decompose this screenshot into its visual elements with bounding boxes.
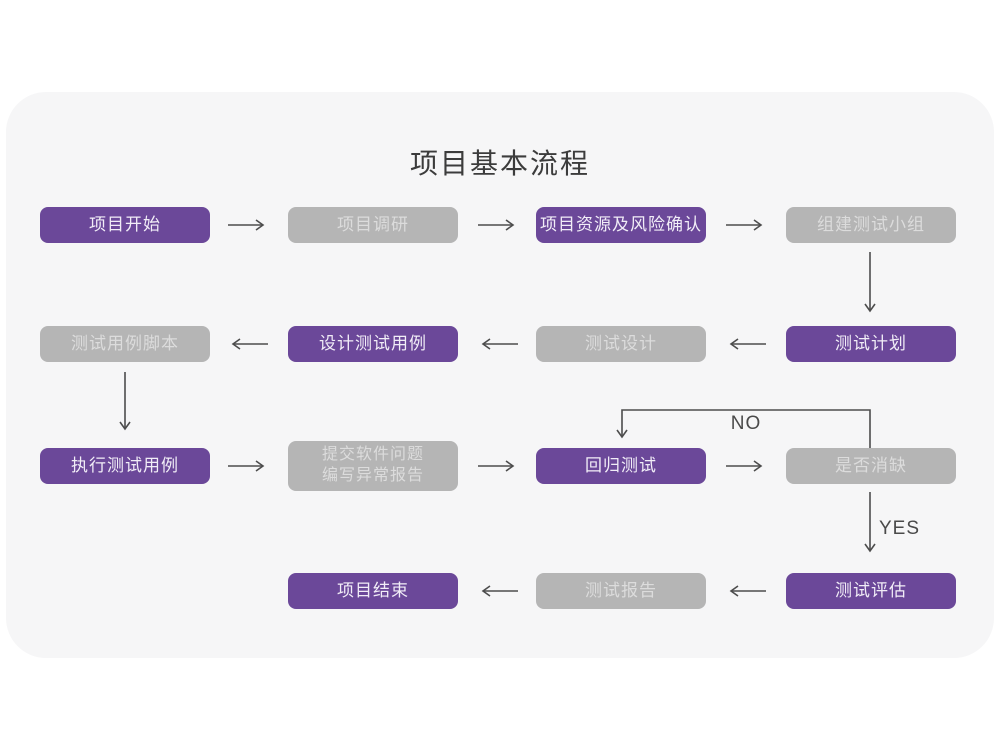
node-test-report: 测试报告 xyxy=(536,573,706,609)
node-project-start: 项目开始 xyxy=(40,207,210,243)
node-defect-cleared: 是否消缺 xyxy=(786,448,956,484)
node-test-design: 测试设计 xyxy=(536,326,706,362)
flowchart-card xyxy=(6,92,994,658)
node-submit-issues-report: 提交软件问题 编写异常报告 xyxy=(288,441,458,491)
node-project-end: 项目结束 xyxy=(288,573,458,609)
node-test-plan: 测试计划 xyxy=(786,326,956,362)
page-title: 项目基本流程 xyxy=(409,148,590,179)
node-build-test-team: 组建测试小组 xyxy=(786,207,956,243)
no-label: NO xyxy=(730,413,762,434)
node-design-test-cases: 设计测试用例 xyxy=(288,326,458,362)
node-regression-test: 回归测试 xyxy=(536,448,706,484)
node-project-research: 项目调研 xyxy=(288,207,458,243)
yes-label: YES xyxy=(879,518,921,539)
node-resources-risk-confirm: 项目资源及风险确认 xyxy=(536,207,706,243)
node-execute-test-cases: 执行测试用例 xyxy=(40,448,210,484)
node-test-evaluation: 测试评估 xyxy=(786,573,956,609)
node-test-case-script: 测试用例脚本 xyxy=(40,326,210,362)
